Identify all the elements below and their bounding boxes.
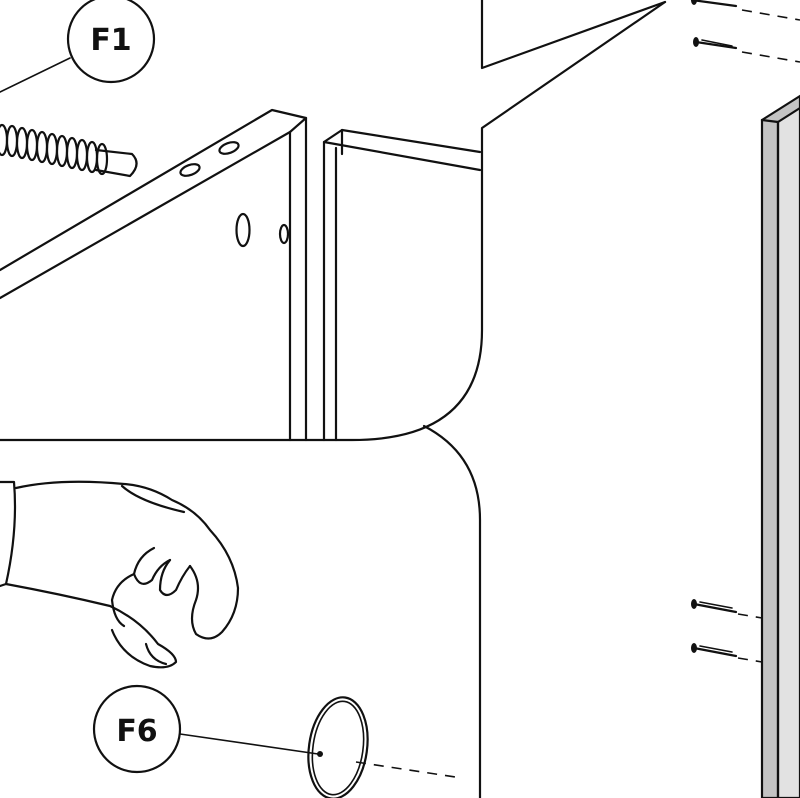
screw-bottom-1 — [691, 599, 763, 619]
hand-illustration — [0, 480, 240, 669]
screw-bottom-2 — [691, 643, 763, 663]
screw-top-2 — [693, 37, 800, 63]
callout-f1-label: F1 — [90, 23, 131, 58]
ring-f6 — [307, 696, 463, 798]
leader-dot — [317, 751, 323, 757]
face-hole-small — [278, 223, 290, 245]
screws-bottom — [691, 599, 763, 663]
callout-f1: F1 — [0, 0, 156, 93]
top-hole-2 — [218, 141, 240, 155]
callout-f1-circle — [66, 0, 156, 84]
top-board — [0, 108, 308, 442]
callout-f6-circle — [92, 684, 182, 774]
screw-top-1 — [690, 0, 800, 21]
screws-top — [690, 0, 800, 63]
callout-f6-label: F6 — [116, 714, 157, 749]
side-board — [322, 128, 482, 442]
hand-detail-bubble — [422, 424, 482, 798]
right-panel — [760, 94, 800, 798]
dowel-f1 — [0, 123, 138, 178]
face-hole-large — [235, 212, 251, 248]
top-hole-1 — [179, 163, 201, 177]
callout-f6: F6 — [92, 684, 323, 774]
zoom-callout-bubble — [0, 0, 667, 442]
